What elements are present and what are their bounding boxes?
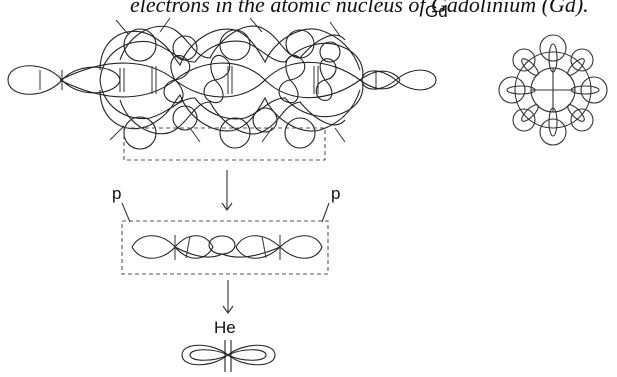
arrow-down-2	[222, 280, 234, 314]
gd-label: Gd	[425, 2, 448, 21]
arrow-down-1	[221, 170, 233, 211]
proton-label-right: p	[331, 184, 340, 203]
gd-nucleus-structure	[7, 17, 437, 150]
gd-circular-diagram	[498, 34, 608, 146]
proton-pair-structure	[131, 235, 323, 260]
helium-structure	[181, 340, 276, 372]
caption-text: electrons in the atomic nucleus of Gadol…	[130, 0, 589, 17]
selection-box-middle	[121, 220, 329, 275]
he-label: He	[214, 318, 236, 337]
proton-label-left: p	[112, 184, 121, 203]
selection-box-top	[123, 127, 326, 161]
